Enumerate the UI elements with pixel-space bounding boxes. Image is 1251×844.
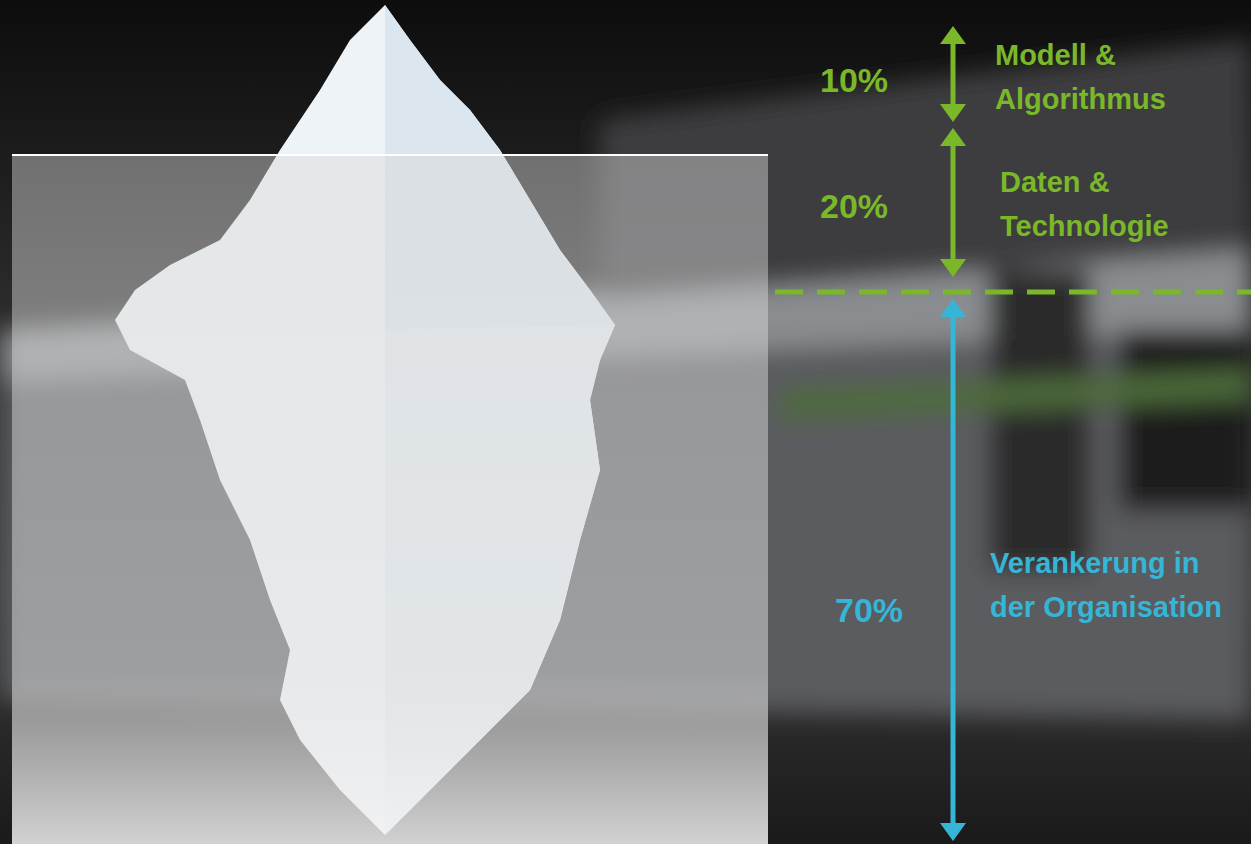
waterline	[12, 154, 768, 156]
green-arrow	[940, 128, 966, 277]
percentage: 20%	[820, 184, 930, 228]
layer-label: Daten & Technologie	[1000, 160, 1235, 248]
blue-arrow	[940, 299, 966, 841]
percentage: 10%	[820, 58, 930, 102]
layer-label: Modell & Algorithmus	[995, 33, 1230, 121]
layer-label: Verankerung in der Organisation	[990, 541, 1235, 629]
percentage: 70%	[835, 588, 945, 632]
dashed-divider	[775, 290, 1251, 295]
water	[12, 155, 768, 844]
green-arrow	[940, 26, 966, 122]
